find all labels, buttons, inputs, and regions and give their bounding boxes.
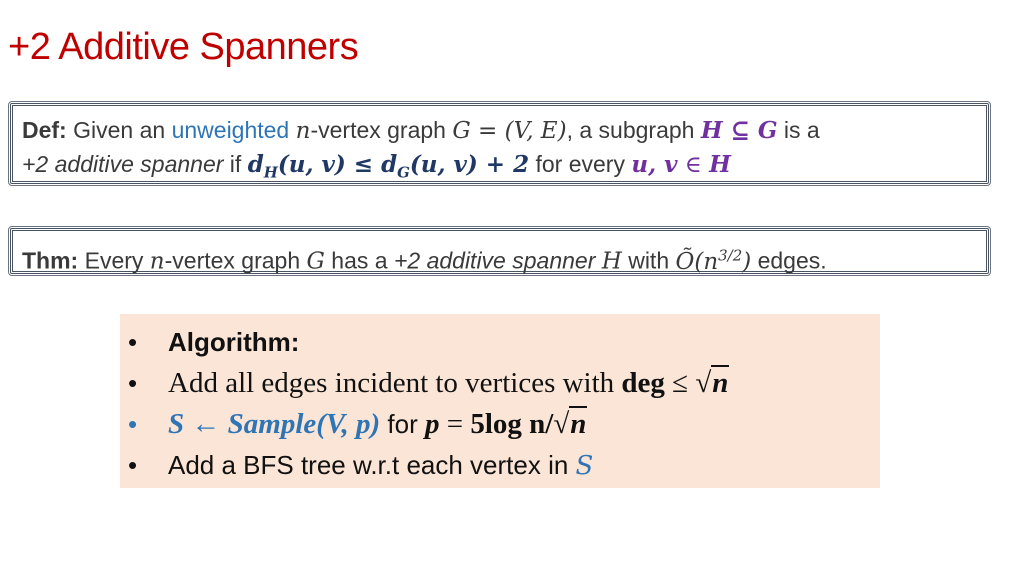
thm-text: edges.	[751, 247, 827, 274]
math-sub-H: H	[263, 163, 278, 182]
math-sub-G: G	[397, 163, 410, 182]
step-text: Add a BFS tree w.r.t each vertex in	[168, 450, 576, 480]
definition-box: Def: Given an unweighted n-vertex graph …	[8, 101, 991, 186]
math-G: G	[306, 248, 325, 275]
thm-text: has a	[324, 247, 394, 274]
math-exponent: 3/2	[718, 246, 743, 264]
math-paren: (n	[694, 248, 719, 275]
math-d: d	[381, 151, 398, 178]
def-text: for every	[529, 151, 632, 177]
math-uv: u, v	[631, 151, 678, 178]
theorem-line: Thm: Every n-vertex graph G has a +2 add…	[22, 239, 977, 279]
thm-text: Every	[78, 247, 150, 274]
math-n: n	[295, 118, 311, 144]
definition-line-2: +2 additive spanner if dH(u, v) ≤ dG(u, …	[22, 148, 977, 190]
list-item: • Add a BFS tree w.r.t each vertex in S	[128, 445, 880, 487]
math-eq: =	[439, 408, 471, 440]
thm-text: -vertex graph	[164, 247, 307, 274]
theorem-label: Thm:	[22, 247, 79, 274]
thm-text: with	[621, 247, 676, 274]
def-text: -vertex graph	[310, 117, 453, 143]
def-text: , a subgraph	[566, 117, 701, 143]
math-value: 5log n/√	[470, 408, 570, 440]
step-text: Add all edges incident to vertices with	[168, 367, 622, 399]
step-text: for	[380, 409, 425, 439]
list-item: • Algorithm:	[128, 322, 880, 363]
theorem-box: Thm: Every n-vertex graph G has a +2 add…	[8, 226, 991, 276]
definition-line-1: Def: Given an unweighted n-vertex graph …	[22, 114, 977, 148]
math-args: (u, v) ≤	[277, 151, 382, 178]
spanner-term: +2 additive spanner	[393, 247, 596, 274]
math-leq-sqrt: ≤ √	[664, 367, 712, 399]
math-p: p	[424, 408, 440, 440]
math-inequality: dH(u, v) ≤ dG(u, v) + 2	[247, 151, 530, 182]
math-paren: )	[742, 248, 752, 275]
math-graph: G = (V, E)	[452, 118, 567, 144]
math-O-tilde: Õ	[675, 248, 695, 275]
math-args: (u, v) + 2	[409, 151, 530, 178]
algorithm-list: • Algorithm: • Add all edges incident to v…	[128, 322, 880, 487]
math-S: S	[575, 451, 594, 481]
definition-label: Def:	[22, 117, 67, 143]
algorithm-box: • Algorithm: • Add all edges incident to v…	[120, 314, 880, 488]
def-text: if	[223, 151, 248, 177]
bullet-icon: •	[128, 327, 138, 357]
math-H: H	[709, 151, 731, 178]
math-big-o: Õ(n3/2)	[675, 246, 752, 275]
def-text: is a	[777, 117, 820, 143]
math-subgraph-relation: H ⊆ G	[700, 117, 778, 144]
math-H: H	[601, 248, 622, 275]
bullet-icon: •	[128, 409, 138, 439]
math-n: n	[711, 365, 730, 399]
math-d: d	[247, 151, 264, 178]
math-in: ∈	[677, 152, 710, 178]
bullet-icon: •	[128, 450, 138, 480]
list-item: • Add all edges incident to vertices with…	[128, 363, 880, 404]
unweighted-term: unweighted	[171, 117, 290, 143]
def-text: Given an	[66, 117, 172, 143]
spanner-term: +2 additive spanner	[22, 151, 224, 177]
slide-title: +2 Additive Spanners	[8, 26, 359, 68]
math-n: n	[149, 248, 165, 275]
bullet-icon: •	[128, 368, 138, 398]
math-n: n	[569, 406, 588, 440]
math-deg: deg	[621, 367, 665, 399]
list-item: • S ← Sample(V, p) for p = 5log n/√n	[128, 404, 880, 445]
math-sample: S ← Sample(V, p)	[168, 408, 381, 440]
algorithm-heading: Algorithm:	[168, 327, 300, 357]
